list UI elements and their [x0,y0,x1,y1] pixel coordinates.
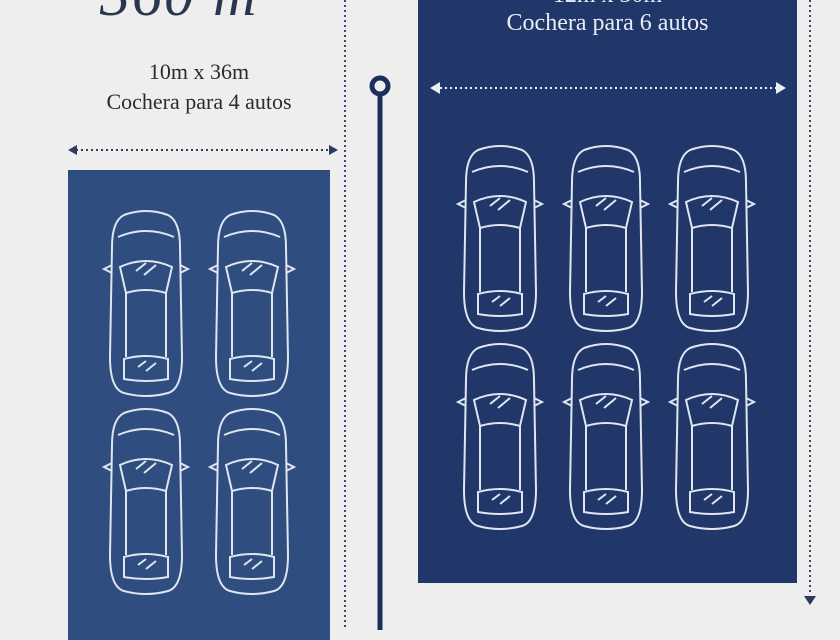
car-icon [207,405,297,595]
car-icon [561,340,651,530]
left-dimensions: 10m x 36m [148,59,250,84]
car-icon [561,142,651,332]
car-icon [207,207,297,397]
car-icon [667,340,757,530]
car-icon [101,207,191,397]
right-label: Cochera para 6 autos [506,10,709,36]
right-dimensions: 12m x 30m [418,0,797,8]
car-icon [101,405,191,595]
total-area-title: 360 m² [100,0,278,28]
left-label: Cochera para 4 autos [106,89,292,114]
car-icon [455,142,545,332]
car-icon [455,340,545,530]
timeline-dot-icon [369,75,391,97]
car-icon [667,142,757,332]
